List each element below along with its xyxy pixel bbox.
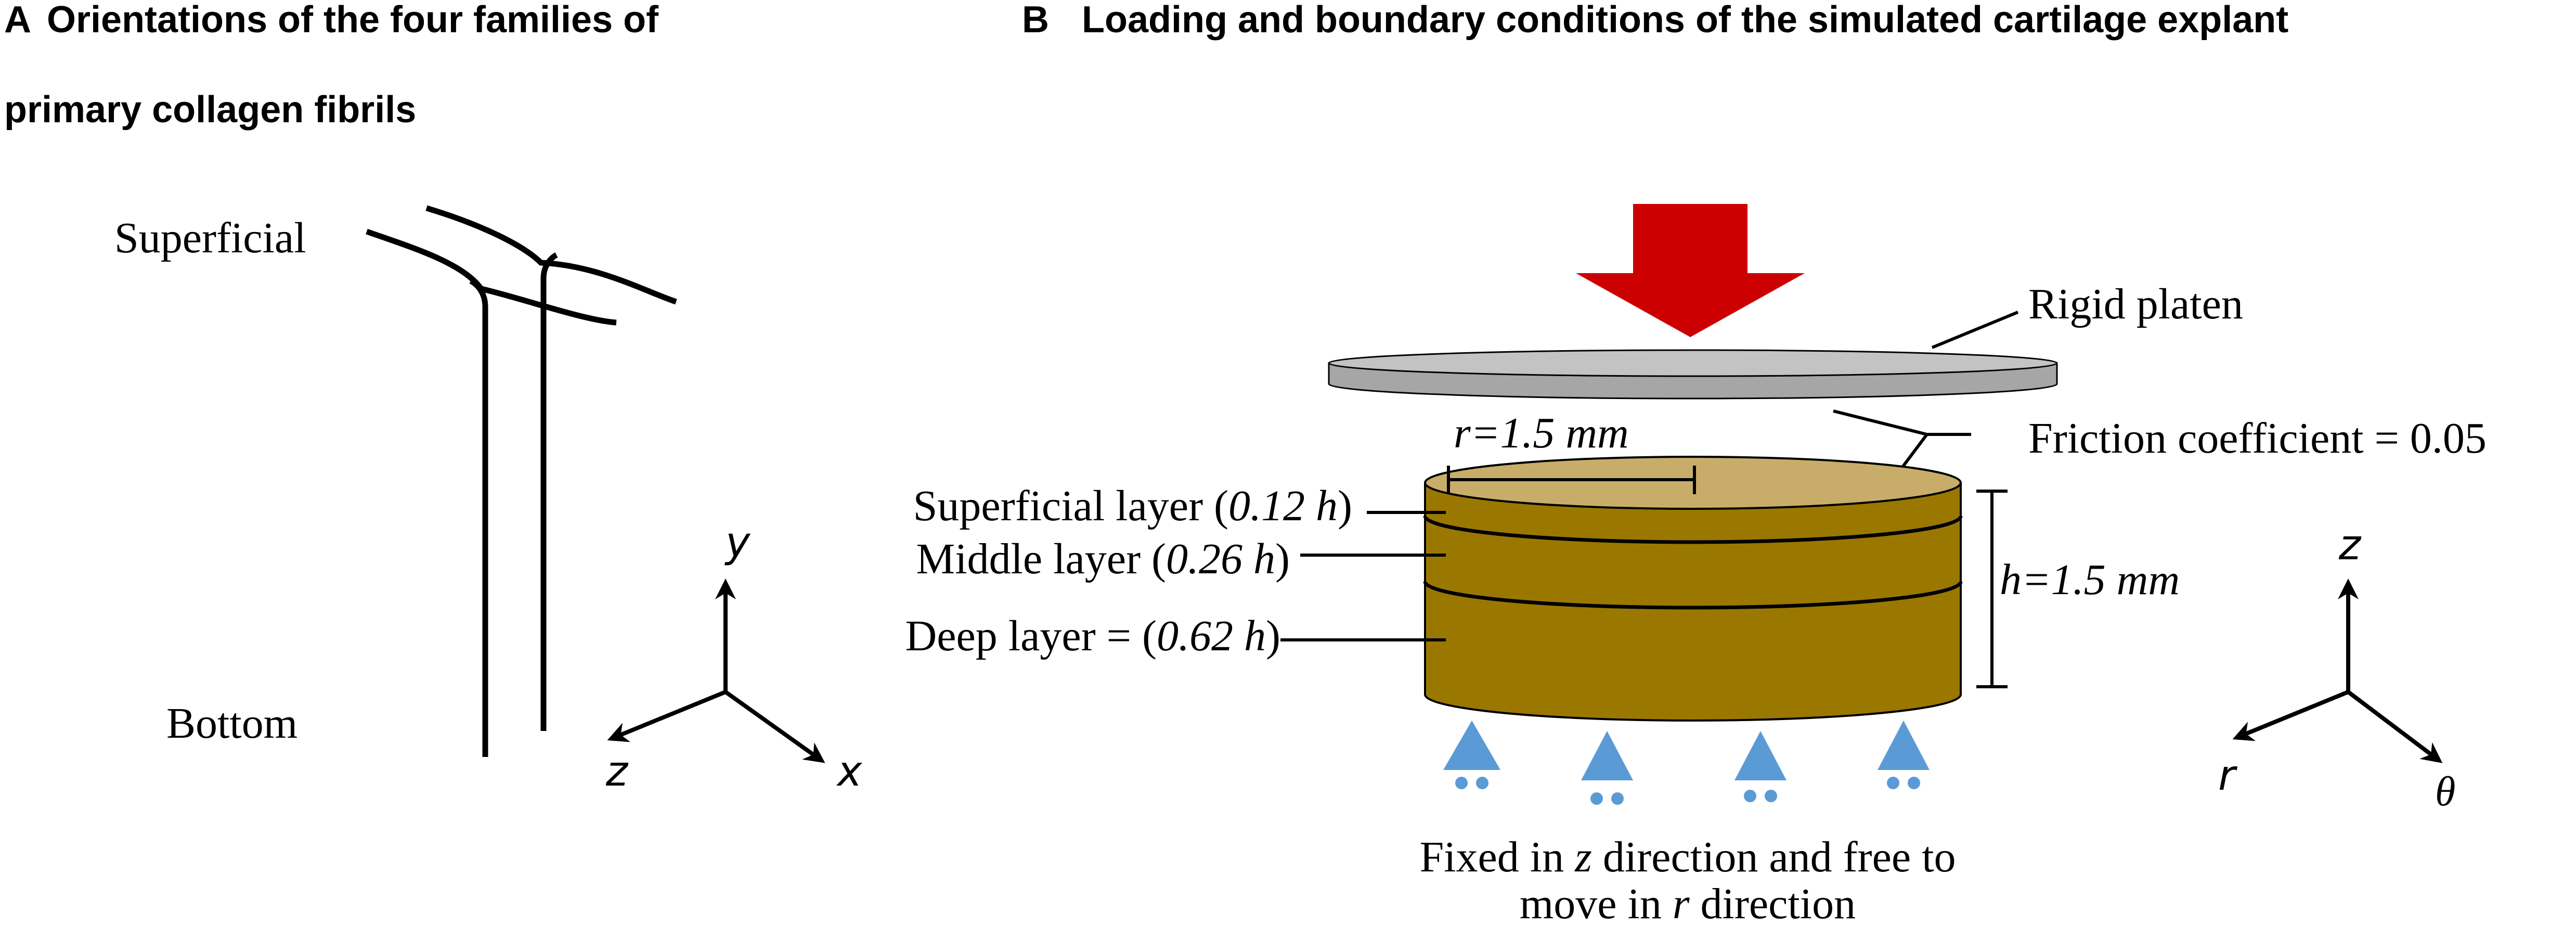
axis-a-z — [607, 690, 727, 742]
label-middle-layer: Middle layer (0.26 h) — [916, 535, 1290, 583]
panel-a-title-line2: primary collagen fibrils — [4, 89, 416, 131]
boundary-text-line2: move in r direction — [1520, 880, 1856, 925]
roller-supports — [1443, 721, 1930, 805]
panel-a-letter: A — [4, 0, 31, 41]
axis-b-z-label: z — [2338, 521, 2362, 569]
label-radius: r=1.5 mm — [1454, 409, 1629, 457]
panel-b: B Loading and boundary conditions of the… — [905, 0, 2487, 925]
cartilage-cylinder — [1423, 456, 1963, 722]
panel-a: A Orientations of the four families of p… — [4, 0, 863, 795]
label-deep-layer: Deep layer = (0.62 h) — [905, 612, 1280, 660]
label-superficial-layer: Superficial layer (0.12 h) — [913, 482, 1352, 530]
platen-leader — [1931, 311, 2019, 349]
panel-b-title: Loading and boundary conditions of the s… — [1082, 0, 2288, 41]
axis-a-y-label: y — [724, 518, 751, 567]
roller-support-1 — [1443, 721, 1500, 789]
axis-b-r-label: r — [2218, 751, 2238, 800]
axis-b-theta — [2347, 690, 2443, 763]
axis-a-x-label: x — [836, 747, 863, 795]
panel-b-letter: B — [1022, 0, 1049, 41]
label-superficial: Superficial — [114, 214, 306, 262]
axis-b-r — [2232, 690, 2349, 741]
load-arrow — [1576, 204, 1805, 337]
roller-support-4 — [1878, 721, 1930, 789]
axis-a-x — [724, 690, 825, 763]
radius-dimension — [1447, 466, 1696, 494]
layer-leaders — [1280, 511, 1446, 641]
roller-support-3 — [1734, 731, 1787, 802]
fibril-vertical-left — [469, 278, 488, 757]
fibril-vertical-right — [540, 252, 558, 731]
label-height: h=1.5 mm — [2000, 556, 2180, 604]
label-bottom: Bottom — [166, 699, 297, 748]
fibril-curve-left — [366, 228, 617, 326]
label-friction: Friction coefficient = 0.05 — [2028, 414, 2487, 462]
height-dimension — [1976, 490, 2008, 688]
axis-b-theta-label: θ — [2435, 769, 2455, 815]
collagen-fibrils — [366, 205, 677, 757]
boundary-text-line1: Fixed in z direction and free to — [1419, 833, 1956, 881]
fibril-curve-right — [425, 205, 677, 305]
axes-b — [2232, 579, 2443, 763]
axes-a — [607, 579, 825, 763]
roller-support-2 — [1581, 731, 1633, 805]
panel-a-title-line1: Orientations of the four families of — [47, 0, 659, 41]
rigid-platen — [1328, 349, 2058, 400]
axis-a-z-label: z — [605, 747, 629, 795]
label-rigid-platen: Rigid platen — [2028, 280, 2243, 328]
